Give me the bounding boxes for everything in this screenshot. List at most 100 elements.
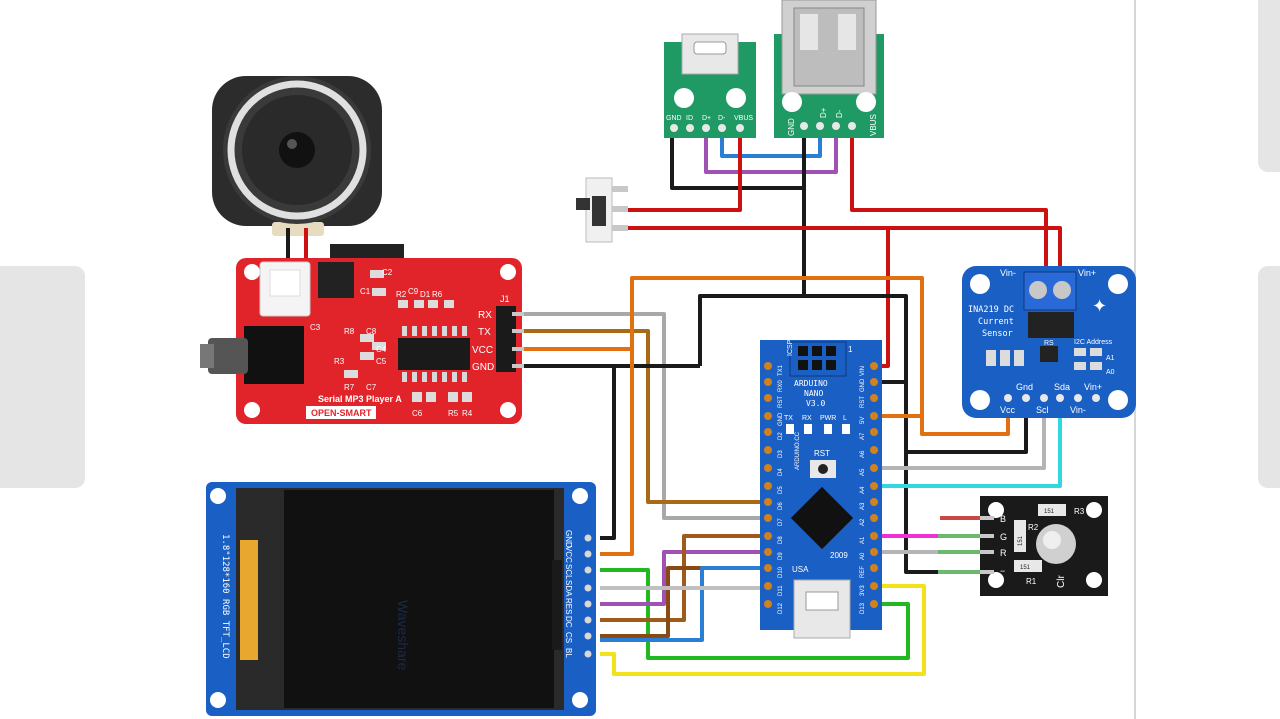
nano-pin-d13: D13: [860, 602, 866, 614]
mp3-c4-label: C4: [376, 345, 387, 354]
nano-pin-a0: A0: [860, 552, 866, 560]
mp3-r5-label: R5: [448, 409, 459, 418]
rgb-pin-minus: −: [1000, 566, 1005, 576]
ina219-vin-plus-top: Vin+: [1078, 268, 1096, 278]
nano-title-2: NANO: [804, 389, 823, 398]
mp3-r6-label: R6: [432, 290, 443, 299]
ina219-pin-vinplus: Vin+: [1084, 382, 1102, 392]
mp3-r7-label: R7: [344, 383, 355, 392]
nano-pin-a1: A1: [860, 536, 866, 544]
ina219-pin-sda: Sda: [1054, 382, 1070, 392]
mp3-c3-label: C3: [310, 323, 321, 332]
nano-pin-d5: D5: [778, 486, 784, 494]
nano-pin-a2: A2: [860, 518, 866, 526]
mp3-smd-parts: [344, 270, 472, 402]
previous-image-panel[interactable]: [0, 266, 85, 488]
next-image-panel[interactable]: [1258, 266, 1280, 488]
mp3-r3-label: R3: [334, 357, 345, 366]
ina219-pin-gnd: Gnd: [1016, 382, 1033, 392]
mp3-r4-label: R4: [462, 409, 473, 418]
micro-usb-pin-dminus: D-: [718, 115, 726, 122]
wire-cyan-ina-sda: [872, 398, 1062, 488]
ina219-a0-label: A0: [1106, 369, 1115, 376]
wire-gray-ina-scl: [872, 398, 1046, 470]
micro-usb-pin-dplus: D+: [702, 115, 711, 122]
mp3-header-label: J1: [500, 294, 510, 304]
nano-led-tx: TX: [784, 415, 793, 422]
nano-pin-d6: D6: [778, 502, 784, 510]
nano-pin-d10: D10: [778, 566, 784, 578]
nano-pin-tx1: TX1: [778, 364, 784, 376]
nano-pin-d7: D7: [778, 518, 784, 526]
wire-purple-usb-d: [704, 138, 838, 174]
next-image-panel-top[interactable]: [1258, 0, 1280, 172]
wire-brown-tft-res: [600, 534, 774, 622]
wire-orange-tft-vcc: [600, 349, 634, 556]
rgb-led-module: 151 151 151 R3 R2 R1 Clr B G R −: [980, 496, 1108, 596]
slide-switch[interactable]: [576, 177, 628, 243]
nano-pin-a4: A4: [860, 486, 866, 494]
mp3-c6-label: C6: [412, 409, 423, 418]
mp3-d1-label: D1: [420, 290, 431, 299]
nano-pin-rx0: RX0: [778, 380, 784, 392]
wire-green-tft-scl: [600, 568, 910, 660]
mp3-player-board: C2 C1 R2 C9 D1 R6 C3 R8 C8 C4 R3 C5 R7 C…: [200, 244, 524, 424]
nano-pin-d12: D12: [778, 602, 784, 614]
tft-pin-cs: CS: [564, 632, 573, 643]
nano-pin-gnd-r: GND: [860, 378, 866, 392]
micro-usb-pin-id: ID: [686, 115, 693, 122]
tft-pin-gnd: GND: [564, 530, 573, 548]
nano-title-1: ARDUINO: [794, 379, 828, 388]
mp3-pin-rx: RX: [478, 310, 492, 321]
wire-purple-tft-sda: [600, 550, 774, 606]
arduino-nano: ICSP 1 ARDUINO NANO V3.0 TX RX PWR L ARD…: [760, 339, 882, 639]
mp3-pin-gnd: GND: [472, 362, 494, 373]
nano-pin-a5: A5: [860, 468, 866, 476]
nano-pin-d3: D3: [778, 450, 784, 458]
nano-pin-rst-r: RST: [860, 396, 866, 408]
nano-pin-d2: D2: [778, 432, 784, 440]
mp3-c1-label: C1: [360, 287, 371, 296]
rgb-clr-label: Clr: [1056, 575, 1067, 588]
rgb-r1-label: R1: [1026, 577, 1037, 586]
tft-pin-scl: SCL: [564, 564, 573, 580]
mp3-ic-pins: [402, 326, 467, 382]
mp3-pin-vcc: VCC: [472, 345, 493, 356]
rgb-r3-label: R3: [1074, 507, 1085, 516]
wire-gray-mp3-rx: [522, 312, 774, 520]
nano-pin-d4: D4: [778, 468, 784, 476]
nano-led-l: L: [843, 415, 847, 422]
usb-a-breakout: GND D+ D- VBUS: [774, 0, 884, 138]
nano-usa-label: USA: [792, 565, 809, 574]
speaker: [212, 76, 382, 262]
mp3-c2-label: C2: [382, 268, 393, 277]
ina219-title: INA219 DC: [968, 305, 1014, 315]
ina219-sensor-board: ✦ Vin- Vin+ INA219 DC Current Sensor RS …: [962, 266, 1136, 418]
wire-red-usba-vbus: [850, 138, 1048, 272]
ina219-rs-label: RS: [1044, 340, 1054, 347]
nano-pin-a6: A6: [860, 450, 866, 458]
nano-side-text: ARDUINO.CC: [795, 431, 801, 470]
rgb-pin-b: B: [1000, 514, 1006, 524]
nano-pin-gnd-l: GND: [778, 412, 784, 426]
tft-pin-res: RES: [564, 598, 573, 614]
wire-yellow-tft-bl: [600, 584, 926, 676]
mp3-c9-label: C9: [408, 287, 419, 296]
mp3-brand-label: OPEN-SMART: [311, 408, 372, 418]
rgb-r2-label: R2: [1028, 523, 1039, 532]
ina219-i2c-label: I2C Address: [1074, 339, 1113, 346]
mp3-r2-label: R2: [396, 290, 407, 299]
nano-year-label: 2009: [830, 551, 848, 560]
wire-black-tft-gnd: [600, 366, 616, 540]
nano-led-rx: RX: [802, 415, 812, 422]
rgb-pin-g: G: [1000, 532, 1007, 542]
ina219-vin-minus-top: Vin-: [1000, 268, 1016, 278]
wire-red-switch-ina: [628, 226, 1062, 272]
ina219-pin-scl: Scl: [1036, 405, 1049, 415]
nano-right-pins: [870, 362, 878, 608]
rgb-pin-r: R: [1000, 548, 1007, 558]
nano-pin-d9: D9: [778, 552, 784, 560]
nano-title-3: V3.0: [806, 399, 825, 408]
